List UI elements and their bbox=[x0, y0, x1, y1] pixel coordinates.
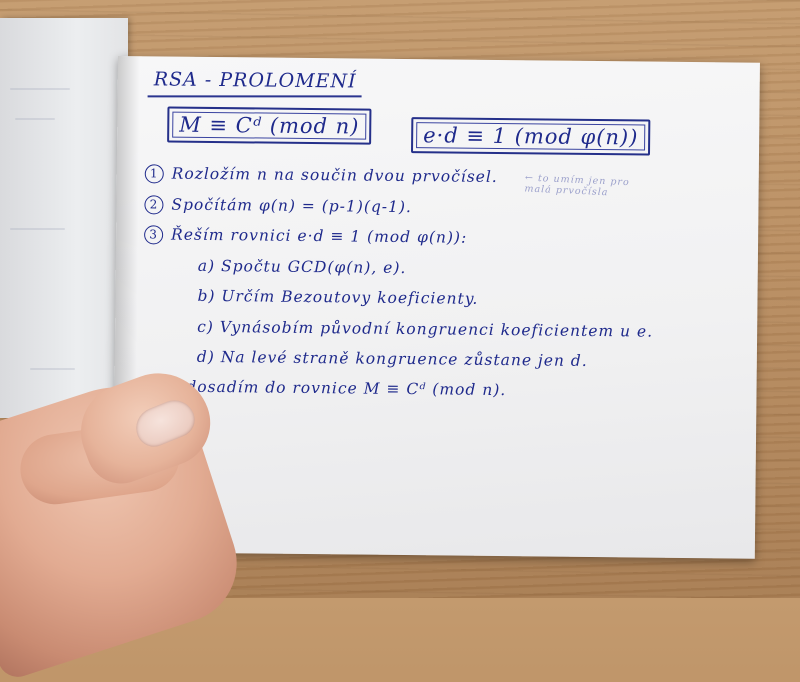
title-underline bbox=[147, 95, 362, 98]
substep-d: d) Na levé straně kongruence zůstane jen… bbox=[197, 348, 588, 370]
step-3: 3 Řeším rovnici e·d ≡ 1 (mod φ(n)): bbox=[144, 225, 467, 247]
substep-b: b) Určím Bezoutovy koeficienty. bbox=[197, 287, 478, 308]
step-number: 1 bbox=[144, 164, 164, 184]
substep-text: c) Vynásobím původní kongruenci koeficie… bbox=[197, 317, 654, 341]
substep-c: c) Vynásobím původní kongruenci koeficie… bbox=[197, 318, 653, 341]
step-2: 2 Spočítám φ(n) = (p-1)(q-1). bbox=[144, 195, 412, 217]
decrypt-formula-box: M ≡ Cᵈ (mod n) bbox=[167, 106, 372, 145]
step-text: Rozložím n na součin dvou prvočísel. bbox=[171, 164, 498, 186]
faint-writing bbox=[10, 78, 120, 408]
notebook-back-page bbox=[0, 18, 128, 418]
substep-text: d) Na levé straně kongruence zůstane jen… bbox=[196, 347, 588, 370]
substep-text: b) Určím Bezoutovy koeficienty. bbox=[197, 286, 479, 308]
hand-thumb bbox=[0, 358, 260, 682]
substep-a: a) Spočtu GCD(φ(n), e). bbox=[198, 257, 407, 277]
page-title: RSA - PROLOMENÍ bbox=[153, 68, 357, 93]
step-number: 3 bbox=[144, 225, 164, 245]
substep-text: a) Spočtu GCD(φ(n), e). bbox=[197, 256, 407, 278]
step-text: Spočítám φ(n) = (p-1)(q-1). bbox=[171, 195, 413, 217]
side-note: ← to umím jen pro malá prvočísla bbox=[524, 172, 630, 199]
key-formula-box: e·d ≡ 1 (mod φ(n)) bbox=[410, 117, 651, 156]
step-text: Řeším rovnici e·d ≡ 1 (mod φ(n)): bbox=[170, 225, 468, 247]
step-number: 2 bbox=[144, 195, 164, 215]
step-1: 1 Rozložím n na součin dvou prvočísel. bbox=[144, 164, 498, 187]
